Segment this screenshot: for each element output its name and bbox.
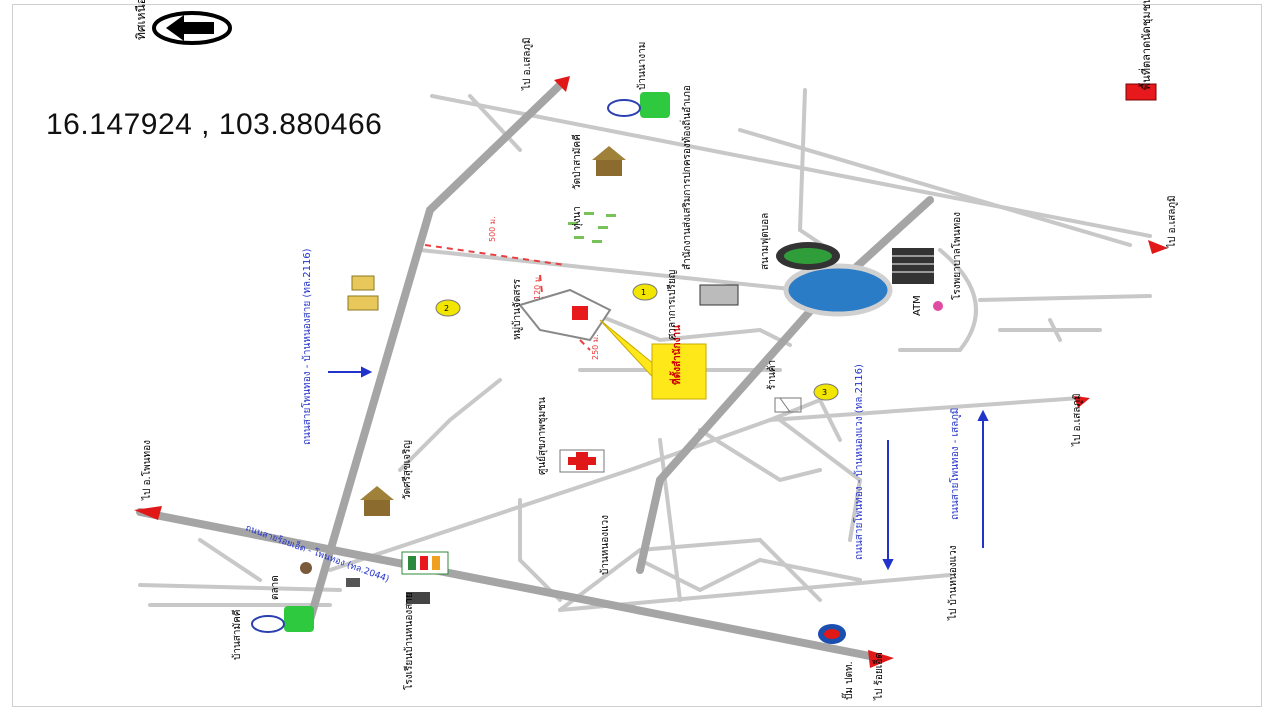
dir-right-top-label: ไป อ.เสลภูมิ <box>1166 195 1178 249</box>
gas-station-icon <box>818 624 846 644</box>
market-label: หมู่บ้านจัดสรร <box>511 278 523 340</box>
coordinates-text: 16.147924 , 103.880466 <box>46 108 383 141</box>
arrow-right-mid <box>1074 396 1090 408</box>
arrow-right-top <box>1148 240 1168 254</box>
marker-1-label: 1 <box>641 288 646 297</box>
legend-label: พื้นที่ตลาดนัดชุมชน <box>1138 0 1153 90</box>
atm-icon <box>933 301 943 311</box>
highway-bottom-label: ถนนสายร้อยเอ็ด - โพนทอง (ทล.2044) <box>244 521 391 585</box>
highway-left-label: ถนนสายโพนทอง - บ้านหนองสาย (ทล.2116) <box>300 248 313 445</box>
shop-icon <box>401 551 449 575</box>
callout-label: ที่ตั้งสำนักงาน <box>669 325 683 385</box>
office-top-label: สำนักงานส่งเสริมการปกครองท้องถิ่นอำเภอ <box>679 85 693 270</box>
school-logo-top <box>607 92 670 118</box>
legend-swatch <box>1125 83 1157 101</box>
junction-sketch <box>774 397 802 413</box>
highway-arrows <box>328 366 989 571</box>
school-icon-left-1 <box>351 275 375 291</box>
highway-right-mid-label: ถนนสายโพนทอง - บ้านหนองแวง (ทล.2116) <box>852 364 865 560</box>
shop-label: ร้านค้า <box>766 360 778 390</box>
office-mid-label: ศาลาการเปรียญ <box>666 270 678 340</box>
arrow-top <box>554 76 570 92</box>
marker-3-label: 3 <box>822 388 827 397</box>
highway-right-label: ถนนสายโพนทอง - เสลภูมิ <box>948 408 961 520</box>
distance-2-label: 120 ม. <box>533 274 542 300</box>
arrow-left <box>134 506 162 520</box>
health-center-icon <box>559 449 605 473</box>
north-arrow-icon <box>152 11 232 45</box>
arrow-bottom <box>868 650 894 668</box>
hospital-building-icon <box>892 248 934 284</box>
marker-group <box>435 283 839 401</box>
school-bottom2-label: โรงเรียนบ้านหนองสาย <box>402 592 415 690</box>
marker-2-label: 2 <box>444 304 449 313</box>
gas-label: ปั๊ม ปตท. <box>841 661 855 700</box>
field-label: ทุ่งนา <box>572 206 583 230</box>
temple-top-label: วัดป่าสามัคคี <box>571 134 583 190</box>
main-roads <box>136 81 934 662</box>
field-icon <box>568 212 616 243</box>
market-bottom-label: ตลาด <box>270 575 281 600</box>
north-label: ทิศเหนือ <box>134 0 148 40</box>
map-frame <box>12 4 1262 707</box>
health-label: ศูนย์สุขภาพชุมชน <box>536 397 548 475</box>
atm-label: ATM <box>912 295 923 316</box>
school-top-label: บ้านนางาม <box>636 42 648 90</box>
bus-icon <box>406 592 430 604</box>
hospital-building-lines <box>892 255 934 273</box>
dir-top-label: ไป อ.เสลภูมิ <box>521 37 533 91</box>
school-bottom-label: บ้านสามัคคี <box>231 610 243 661</box>
direction-arrows <box>134 76 1168 668</box>
dir-bottom-right-label: ไป บ้านหนองแวง <box>947 545 959 621</box>
hospital-right-label: โรงพยาบาลโพนทอง <box>950 212 963 300</box>
market-icon <box>300 562 312 574</box>
dir-bottom-label: ไป ร้อยเอ็ด <box>871 652 885 701</box>
office-block-icon <box>699 284 739 306</box>
marker-1 <box>632 283 658 301</box>
school-icon-left-2 <box>347 295 379 311</box>
temple-icon-mid <box>360 486 394 516</box>
school-logo-bottom <box>251 606 314 633</box>
temple-icon-top <box>592 146 626 176</box>
marker-2 <box>435 299 461 317</box>
distance-1-label: 500 ม. <box>488 216 497 242</box>
village-bottom-label: บ้านหนองแวง <box>599 515 611 575</box>
dir-right-mid-label: ไป อ.เสลภูมิ <box>1071 393 1083 447</box>
car-icon <box>346 578 360 587</box>
temple-mid-label: วัดศรีสุขเจริญ <box>401 440 413 500</box>
stadium-field <box>784 248 832 264</box>
distance-3-label: 250 ม. <box>591 334 600 360</box>
marker-3 <box>813 383 839 401</box>
dir-left-label: ไป อ.โพนทอง <box>140 440 153 501</box>
target-site <box>518 288 612 342</box>
stadium-label: สนามฟุตบอล <box>760 213 771 270</box>
roundabout <box>783 263 893 317</box>
callout-box <box>651 343 707 400</box>
